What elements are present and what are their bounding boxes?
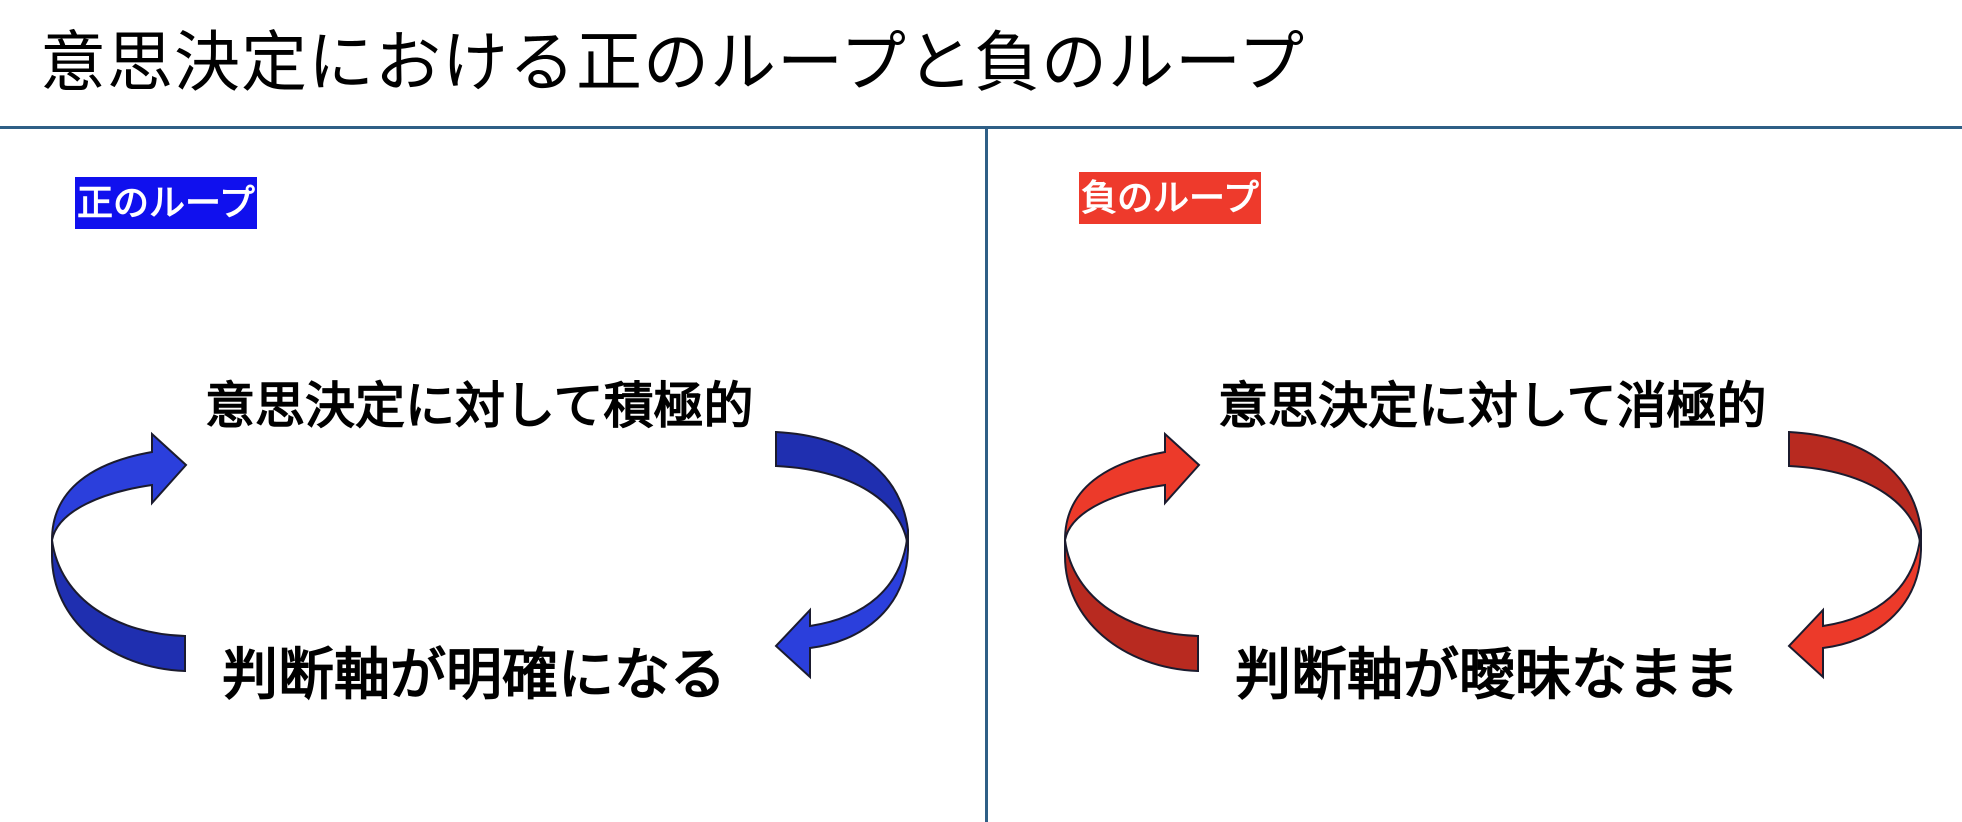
horizontal-divider bbox=[0, 126, 1962, 129]
vertical-divider bbox=[985, 128, 988, 822]
positive-left-arrow-band bbox=[51, 539, 186, 673]
negative-right-arrow-icon bbox=[1787, 529, 1922, 680]
positive-bottom-statement: 判断軸が明確になる bbox=[222, 642, 726, 708]
positive-top-statement: 意思決定に対して積極的 bbox=[205, 376, 754, 435]
negative-loop-label: 負のループ bbox=[1079, 172, 1261, 224]
positive-left-arrow-icon bbox=[51, 431, 188, 541]
page-title: 意思決定における正のループと負のループ bbox=[40, 24, 1306, 101]
negative-top-statement: 意思決定に対して消極的 bbox=[1218, 376, 1767, 435]
negative-left-arrow-band bbox=[1064, 539, 1199, 673]
positive-loop-label: 正のループ bbox=[75, 177, 257, 229]
negative-bottom-statement: 判断軸が曖昧なまま bbox=[1235, 642, 1739, 708]
negative-right-arrow-band bbox=[1788, 430, 1922, 551]
positive-right-arrow-icon bbox=[774, 529, 909, 680]
negative-left-arrow-icon bbox=[1064, 431, 1201, 541]
positive-right-arrow-band bbox=[775, 430, 909, 551]
